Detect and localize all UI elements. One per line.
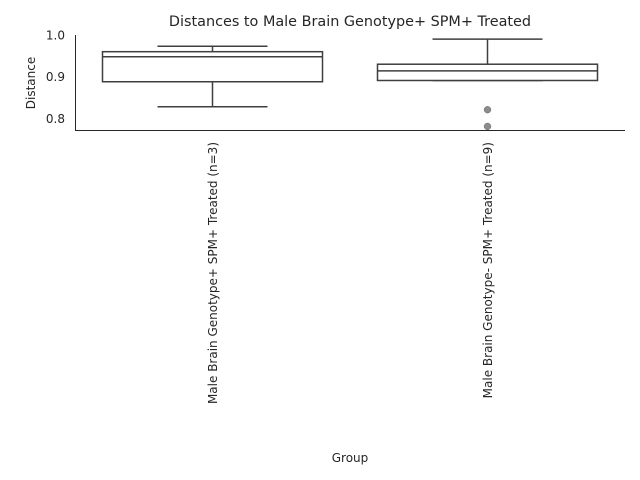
outlier-point xyxy=(483,106,492,114)
chart-title: Distances to Male Brain Genotype+ SPM+ T… xyxy=(169,14,531,30)
box-group xyxy=(101,45,324,108)
y-tick-label: 0.9 xyxy=(46,70,65,84)
x-tick-label: Male Brain Genotype+ SPM+ Treated (n=3) xyxy=(206,142,220,404)
boxes-layer xyxy=(101,38,599,131)
y-axis-label: Distance xyxy=(24,57,38,109)
box-iqr xyxy=(376,63,599,82)
outlier-point xyxy=(483,122,492,131)
y-tick-label: 0.8 xyxy=(46,112,65,126)
y-tick-label: 1.0 xyxy=(46,28,65,42)
x-tick-labels: Male Brain Genotype+ SPM+ Treated (n=3) M… xyxy=(206,142,495,404)
x-tick-label: Male Brain Genotype- SPM+ Treated (n=9) xyxy=(481,142,495,398)
plot-area: 0.8 0.9 1.0 Male Brain Genotype+ SPM+ Trea… xyxy=(46,28,625,404)
y-tick-labels: 0.8 0.9 1.0 xyxy=(46,28,65,125)
x-axis-label: Group xyxy=(332,451,369,465)
box-group xyxy=(376,38,599,131)
